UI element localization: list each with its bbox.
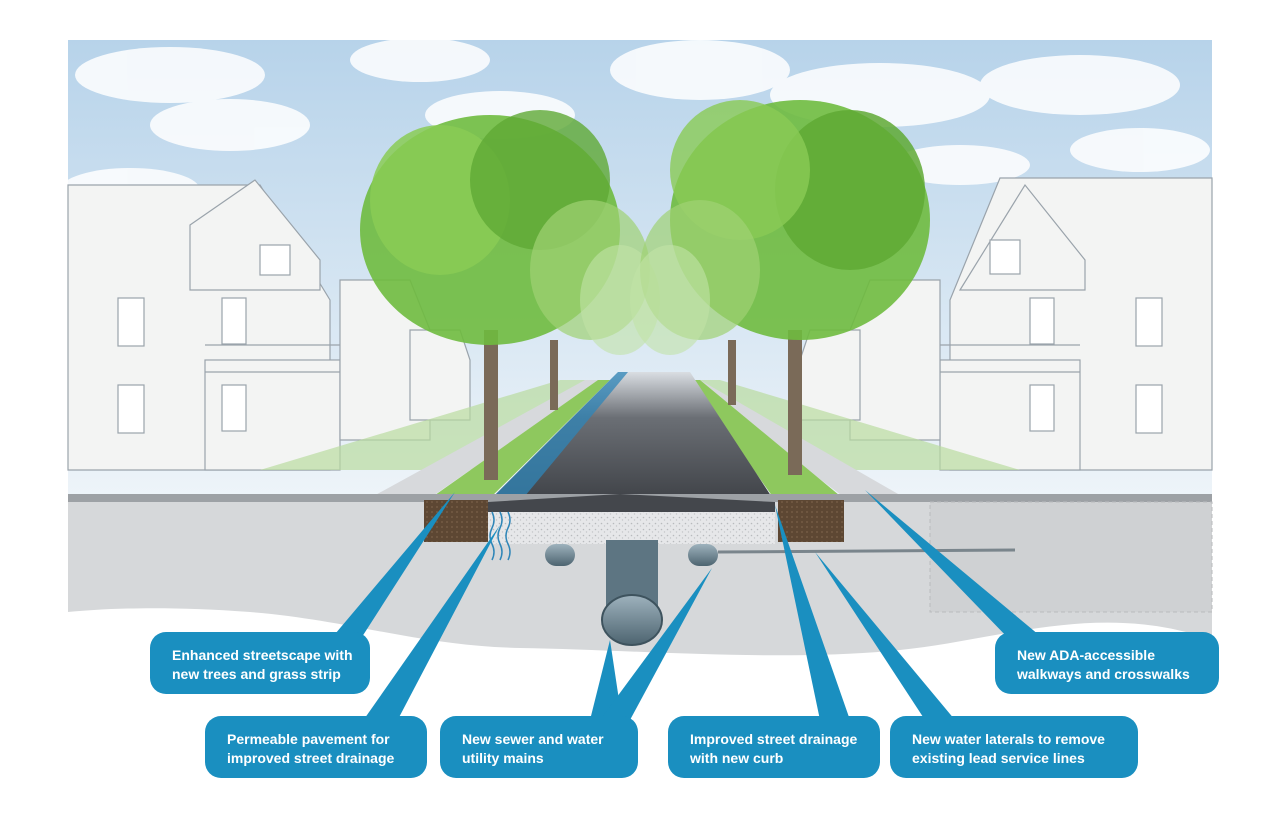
roadway bbox=[488, 372, 775, 502]
leader-drainage bbox=[775, 505, 850, 720]
callout-permeable-line-1: Permeable pavement for bbox=[227, 731, 390, 747]
leader-permeable bbox=[360, 525, 500, 725]
left-grass-strip bbox=[428, 380, 610, 500]
houses-left bbox=[67, 179, 471, 471]
callout-drainage-line-2: with new curb bbox=[690, 750, 784, 766]
callout-permeable: Permeable pavement for improved street d… bbox=[205, 716, 427, 778]
callout-utility: New sewer and water utility mains bbox=[440, 716, 638, 778]
leader-laterals bbox=[815, 552, 955, 720]
callout-utility-line-2: utility mains bbox=[462, 750, 544, 766]
callout-drainage: Improved street drainage with new curb bbox=[668, 716, 880, 778]
callout-permeable-line-2: improved street drainage bbox=[227, 750, 395, 766]
callout-laterals: New water laterals to remove existing le… bbox=[890, 716, 1138, 778]
callout-laterals-line-2: existing lead service lines bbox=[912, 750, 1085, 766]
utility-pipes bbox=[545, 540, 1016, 646]
callout-streetscape-line-2: new trees and grass strip bbox=[172, 666, 341, 682]
callout-drainage-line-1: Improved street drainage bbox=[690, 731, 858, 747]
callout-streetscape: Enhanced streetscape with new trees and … bbox=[150, 632, 370, 694]
right-grass-strip bbox=[690, 380, 845, 500]
callout-laterals-line-1: New water laterals to remove bbox=[912, 731, 1105, 747]
houses-right bbox=[799, 177, 1213, 471]
right-soil-block bbox=[778, 500, 844, 542]
callout-streetscape-line-1: Enhanced streetscape with bbox=[172, 647, 353, 663]
leader-ada bbox=[865, 490, 1045, 640]
callout-ada: New ADA-accessible walkways and crosswal… bbox=[995, 632, 1219, 694]
trees-left bbox=[360, 110, 660, 480]
infiltration-arrows bbox=[489, 511, 511, 561]
leader-utility-water bbox=[600, 568, 712, 720]
callout-utility-line-1: New sewer and water bbox=[462, 731, 604, 747]
callout-ada-line-1: New ADA-accessible bbox=[1017, 647, 1155, 663]
road-section-top bbox=[488, 494, 775, 512]
trees-right bbox=[630, 100, 930, 475]
callout-leaders bbox=[330, 490, 1045, 725]
callout-ada-line-2: walkways and crosswalks bbox=[1017, 666, 1190, 682]
permeable-lane bbox=[488, 372, 628, 502]
leader-utility-sewer bbox=[590, 640, 622, 720]
leader-streetscape bbox=[330, 492, 455, 640]
